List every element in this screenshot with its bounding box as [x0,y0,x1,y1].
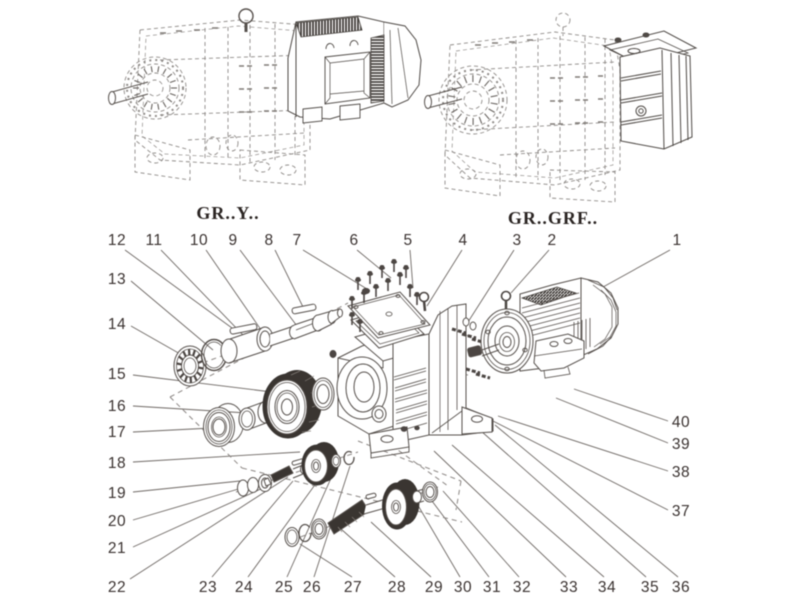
svg-text:27: 27 [344,579,362,596]
svg-text:4: 4 [458,232,467,249]
svg-text:36: 36 [672,579,690,596]
svg-text:1: 1 [672,232,681,249]
svg-text:33: 33 [560,579,578,596]
svg-text:24: 24 [235,579,253,596]
svg-text:29: 29 [425,579,443,596]
svg-text:5: 5 [403,232,412,249]
svg-text:26: 26 [303,579,321,596]
svg-text:16: 16 [108,398,126,415]
svg-text:13: 13 [108,271,126,288]
svg-text:12: 12 [108,232,126,249]
svg-text:GR..GRF..: GR..GRF.. [508,208,598,228]
svg-text:6: 6 [349,232,358,249]
svg-text:30: 30 [454,579,472,596]
svg-text:GR..Y..: GR..Y.. [196,203,259,223]
svg-text:8: 8 [264,232,273,249]
svg-text:21: 21 [108,540,126,557]
svg-text:32: 32 [513,579,531,596]
svg-text:20: 20 [108,513,126,530]
svg-text:28: 28 [388,579,406,596]
svg-text:37: 37 [672,503,690,520]
svg-text:15: 15 [108,366,126,383]
svg-text:38: 38 [672,464,690,481]
svg-text:35: 35 [641,579,659,596]
svg-text:18: 18 [108,455,126,472]
svg-text:39: 39 [672,436,690,453]
svg-text:7: 7 [292,232,301,249]
svg-text:10: 10 [190,232,208,249]
svg-text:2: 2 [547,232,556,249]
svg-text:17: 17 [108,424,126,441]
svg-text:31: 31 [483,579,501,596]
svg-text:19: 19 [108,485,126,502]
svg-text:11: 11 [145,232,162,249]
svg-text:3: 3 [512,232,521,249]
svg-text:14: 14 [108,316,126,333]
svg-text:23: 23 [199,579,217,596]
svg-text:9: 9 [228,232,237,249]
svg-text:25: 25 [275,579,293,596]
svg-text:40: 40 [672,414,690,431]
svg-text:22: 22 [108,579,126,596]
svg-text:34: 34 [598,579,616,596]
